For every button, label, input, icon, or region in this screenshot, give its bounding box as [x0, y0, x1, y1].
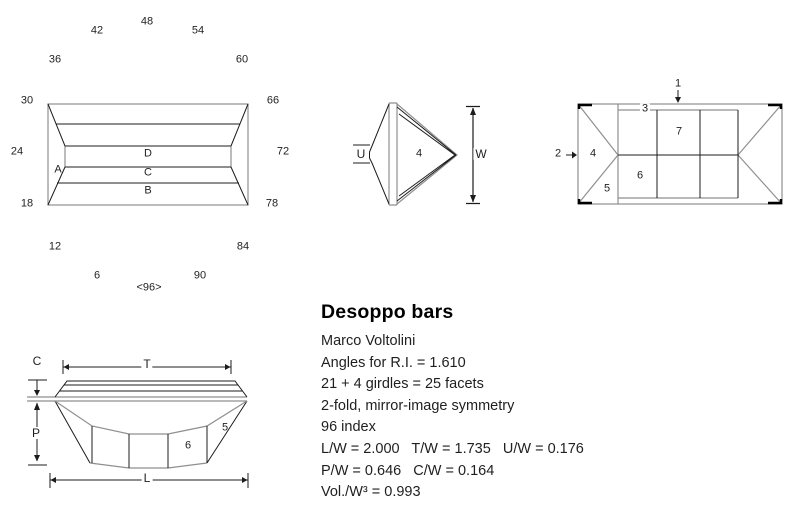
crown-index-12: 12: [48, 240, 62, 253]
dim-label-c: C: [32, 354, 42, 368]
spec-text-block: Desoppo bars Marco Voltolini Angles for …: [321, 301, 584, 504]
crown-index-24: 24: [10, 145, 24, 158]
crown-index-96: <96>: [136, 281, 162, 294]
crown-index-36: 36: [48, 53, 62, 66]
dim-label-u: U: [356, 147, 366, 161]
facet-label-a: A: [54, 163, 62, 176]
dim-label-l: L: [141, 471, 153, 485]
designer-name: Marco Voltolini: [321, 333, 416, 349]
plan-facet-4: 4: [589, 147, 597, 160]
facet-count-line: 21 + 4 girdles = 25 facets: [321, 376, 484, 393]
plan-facet-1: 1: [674, 77, 682, 90]
crown-index-90: 90: [193, 269, 207, 282]
ri-line: Angles for R.I. = 1.610: [321, 354, 466, 371]
side-facet-6: 6: [184, 439, 192, 452]
end-profile-linework: [353, 102, 480, 206]
crown-index-72: 72: [276, 145, 290, 158]
plan-facet-5: 5: [603, 182, 611, 195]
crown-index-30: 30: [20, 94, 34, 107]
crown-index-66: 66: [266, 94, 280, 107]
design-title: Desoppo bars: [321, 301, 454, 323]
crown-index-78: 78: [265, 197, 279, 210]
crown-index-54: 54: [191, 24, 205, 37]
crown-index-18: 18: [20, 197, 34, 210]
volume-line: Vol./W³ = 0.993: [321, 484, 421, 501]
dim-label-p: P: [29, 426, 43, 440]
facet-label-c: C: [144, 166, 152, 179]
ratios-line-1: L/W = 2.000 T/W = 1.735 U/W = 0.176: [321, 440, 584, 457]
facet-label-b: B: [144, 184, 152, 197]
side-profile-linework: [27, 360, 249, 488]
plan-facet-3: 3: [639, 102, 651, 115]
end-facet-4: 4: [415, 147, 423, 160]
side-facet-5: 5: [221, 421, 229, 434]
plan-facet-7: 7: [675, 125, 683, 138]
facet-label-d: D: [144, 147, 152, 160]
crown-index-6: 6: [93, 269, 101, 282]
crown-index-60: 60: [235, 53, 249, 66]
plan-facet-6: 6: [636, 169, 644, 182]
ratios-line-2: P/W = 0.646 C/W = 0.164: [321, 462, 495, 479]
dim-label-t: T: [141, 357, 153, 371]
crown-plan-linework: [47, 103, 249, 206]
pavilion-plan-linework: [566, 90, 783, 205]
index-line: 96 index: [321, 419, 376, 436]
symmetry-line: 2-fold, mirror-image symmetry: [321, 397, 515, 414]
dim-label-w: W: [473, 147, 489, 161]
plan-facet-2: 2: [554, 147, 562, 160]
crown-index-84: 84: [236, 240, 250, 253]
crown-index-48: 48: [140, 15, 154, 28]
crown-index-42: 42: [90, 24, 104, 37]
